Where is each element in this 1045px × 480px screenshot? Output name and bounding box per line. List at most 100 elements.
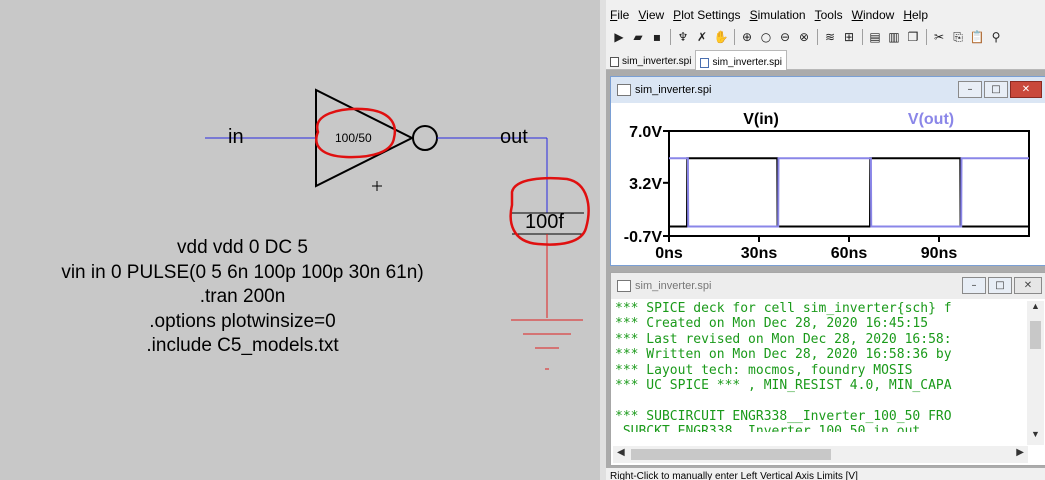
spice-line: vdd vdd 0 DC 5 [177, 237, 308, 258]
netlist-line: *** UC SPICE *** , MIN_RESIST 4.0, MIN_C… [615, 378, 952, 394]
spice-line: .tran 200n [199, 286, 286, 307]
netlist-line: *** SPICE deck for cell sim_inverter{sch… [615, 301, 952, 316]
find-icon[interactable]: ⚲ [991, 30, 1001, 44]
maximize-button[interactable]: □ [984, 81, 1008, 98]
cut-icon[interactable]: ✂ [933, 30, 945, 44]
netlist-line: *** Last revised on Mon Dec 28, 2020 16:… [615, 331, 952, 347]
netlist-window[interactable]: sim_inverter.spi – □ ✕ *** SPICE deck fo… [610, 272, 1045, 466]
close-button[interactable]: ✕ [1014, 277, 1042, 294]
tab-netlist[interactable]: sim_inverter.spi [606, 50, 695, 69]
cascade-icon[interactable]: ❐ [907, 30, 919, 44]
spice-line: vin in 0 PULSE(0 5 6n 100p 100p 30n 61n) [61, 261, 424, 283]
menu-plot-settings[interactable]: Plot Settings [673, 8, 741, 22]
run-icon[interactable]: ▶ [614, 30, 624, 44]
zoom-out-icon[interactable]: ⊖ [779, 30, 791, 44]
netlist-line: *** Created on Mon Dec 28, 2020 16:45:15 [615, 316, 929, 332]
scroll-thumb[interactable] [1030, 321, 1041, 349]
x-tick-label: 60ns [831, 245, 868, 262]
toolbar-separator [862, 29, 863, 45]
toolbar-separator [926, 29, 927, 45]
spice-line: .options plotwinsize=0 [149, 310, 336, 332]
net-label-out[interactable]: out [500, 126, 528, 148]
menu-window[interactable]: Window [851, 8, 895, 22]
tab-label: sim_inverter.spi [712, 57, 782, 68]
inverter-size-label[interactable]: 100/50 [335, 131, 372, 145]
y-tick-label: -0.7V [624, 229, 663, 246]
status-text: Right-Click to manually enter Left Verti… [610, 471, 858, 480]
schematic-canvas[interactable]: in out 100/50 100f vdd vdd 0 DC 5 vin in… [0, 0, 600, 480]
plot-window-title: sim_inverter.spi [635, 84, 712, 96]
spice-line: .include C5_models.txt [146, 335, 339, 356]
netlist-text[interactable]: *** SPICE deck for cell sim_inverter{sch… [615, 301, 1027, 445]
tab-plot[interactable]: sim_inverter.spi [695, 50, 787, 70]
scroll-down-icon[interactable]: ▼ [1031, 429, 1040, 439]
spice-directives[interactable]: vdd vdd 0 DC 5 vin in 0 PULSE(0 5 6n 100… [0, 236, 485, 359]
waveform-icon [700, 57, 710, 68]
save-icon[interactable]: ▪ [652, 30, 662, 44]
x-tick-label: 90ns [921, 245, 958, 262]
x-tick-label: 0ns [655, 245, 683, 262]
open-icon[interactable]: ▰ [633, 30, 643, 44]
y-tick-label: 7.0V [629, 124, 662, 141]
zoom-area-icon[interactable]: ○ [760, 30, 772, 44]
toolbar-separator [734, 29, 735, 45]
document-icon [617, 280, 631, 292]
ltspice-window: File View Plot Settings Simulation Tools Wind… [600, 0, 1045, 480]
toolbar-separator [817, 29, 818, 45]
netlist-line [615, 393, 1027, 408]
status-bar: Right-Click to manually enter Left Verti… [606, 470, 1045, 480]
scroll-right-icon[interactable]: ▶ [1016, 447, 1024, 458]
scroll-up-icon[interactable]: ▲ [1031, 301, 1040, 311]
tile-v-icon[interactable]: ▥ [888, 30, 900, 44]
x-tick-label: 30ns [741, 245, 778, 262]
minimize-button[interactable]: – [962, 277, 986, 294]
menu-help[interactable]: Help [903, 8, 928, 22]
grid-icon[interactable]: ⊞ [843, 30, 855, 44]
menu-simulation[interactable]: Simulation [749, 8, 806, 22]
plot-frame [668, 130, 1030, 237]
maximize-button[interactable]: □ [988, 277, 1012, 294]
tile-h-icon[interactable]: ▤ [869, 30, 881, 44]
annotation-circle-size [315, 107, 397, 159]
zoom-cancel-icon[interactable]: ⊗ [798, 30, 810, 44]
horizontal-scrollbar[interactable]: ◀ ▶ [613, 446, 1028, 463]
plot-window-titlebar[interactable]: sim_inverter.spi – □ ✕ [611, 77, 1045, 103]
legend-label: V(in) [743, 111, 779, 128]
copy-icon[interactable]: ⎘ [953, 29, 963, 44]
scroll-left-icon[interactable]: ◀ [617, 447, 625, 458]
menu-file[interactable]: File [610, 8, 630, 22]
zoom-in-icon[interactable]: ⊕ [741, 30, 753, 44]
probe-icon[interactable]: ♆ [677, 30, 689, 44]
document-icon [610, 56, 619, 67]
paste-icon[interactable]: 📋 [969, 30, 985, 44]
run-man-icon[interactable]: ✗ [696, 30, 708, 44]
schematic-drawing [205, 88, 590, 370]
cap-value-label[interactable]: 100f [525, 211, 564, 233]
net-label-in[interactable]: in [228, 126, 244, 148]
netlist-line: *** Written on Mon Dec 28, 2020 16:58:36… [615, 347, 952, 363]
netlist-window-title: sim_inverter.spi [635, 280, 712, 292]
document-tabs: sim_inverter.spi sim_inverter.spi [606, 50, 1045, 70]
inverter-bubble [412, 125, 438, 151]
netlist-line: .SUBCKT ENGR338__Inverter_100_50 in out [615, 424, 921, 433]
netlist-line: *** SUBCIRCUIT ENGR338__Inverter_100_50 … [615, 408, 952, 424]
vertical-scrollbar[interactable]: ▲ ▼ [1027, 301, 1044, 445]
annotation-circle-cap [509, 176, 590, 246]
series-line-1 [669, 157, 1029, 228]
autorange-icon[interactable]: ≋ [824, 30, 836, 44]
menu-tools[interactable]: Tools [814, 8, 843, 22]
minimize-button[interactable]: – [958, 81, 982, 98]
toolbar: ▶ ▰ ▪ ♆ ✗ ✋ ⊕ ○ ⊖ ⊗ ≋ ⊞ ▤ ▥ ❐ ✂ ⎘ 📋 ⚲ [606, 26, 1045, 48]
close-button[interactable]: ✕ [1010, 81, 1042, 98]
netlist-window-titlebar[interactable]: sim_inverter.spi – □ ✕ [611, 273, 1045, 299]
netlist-line: *** Layout tech: mocmos, foundry MOSIS [615, 362, 913, 378]
scroll-thumb[interactable] [631, 449, 831, 460]
hand-icon[interactable]: ✋ [713, 30, 729, 44]
menu-view[interactable]: View [638, 8, 665, 22]
toolbar-separator [670, 29, 671, 45]
tab-label: sim_inverter.spi [622, 56, 692, 67]
waveform-icon [617, 84, 631, 96]
